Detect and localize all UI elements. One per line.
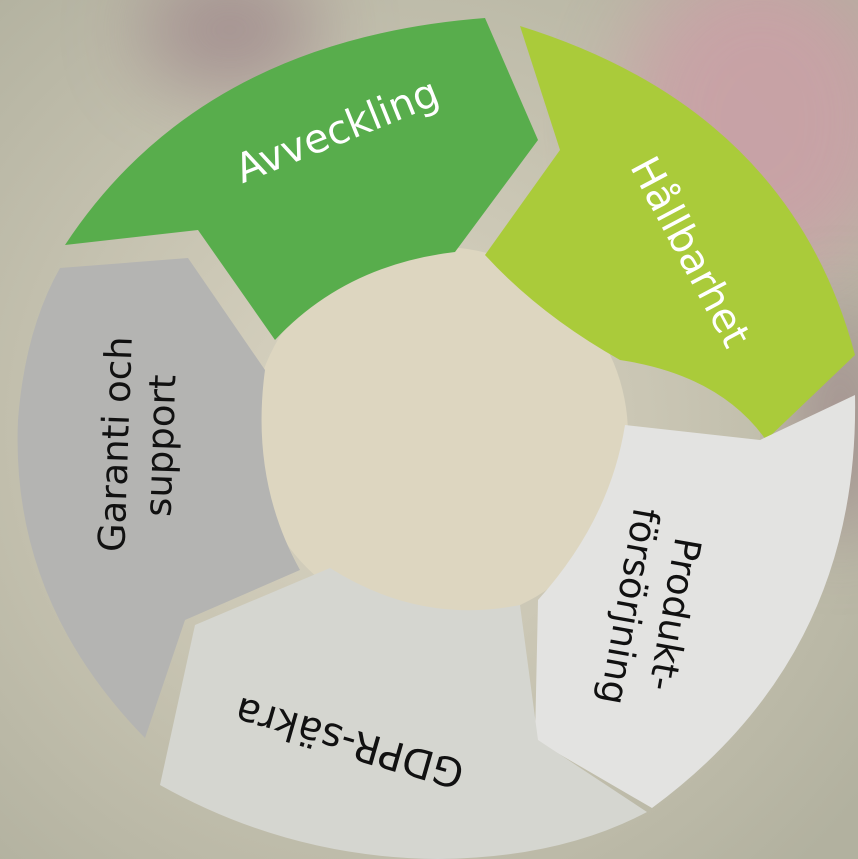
segment-garanti bbox=[17, 258, 300, 738]
segment-produktforsorjning bbox=[535, 395, 856, 808]
center-hole bbox=[252, 247, 628, 623]
segment-avveckling bbox=[65, 18, 538, 340]
segment-gdpr bbox=[160, 568, 647, 859]
label-garanti-line-2: support bbox=[137, 374, 185, 517]
label-garanti-line-1: Garanti och bbox=[90, 336, 141, 553]
segment-hallbarhet bbox=[485, 26, 855, 440]
